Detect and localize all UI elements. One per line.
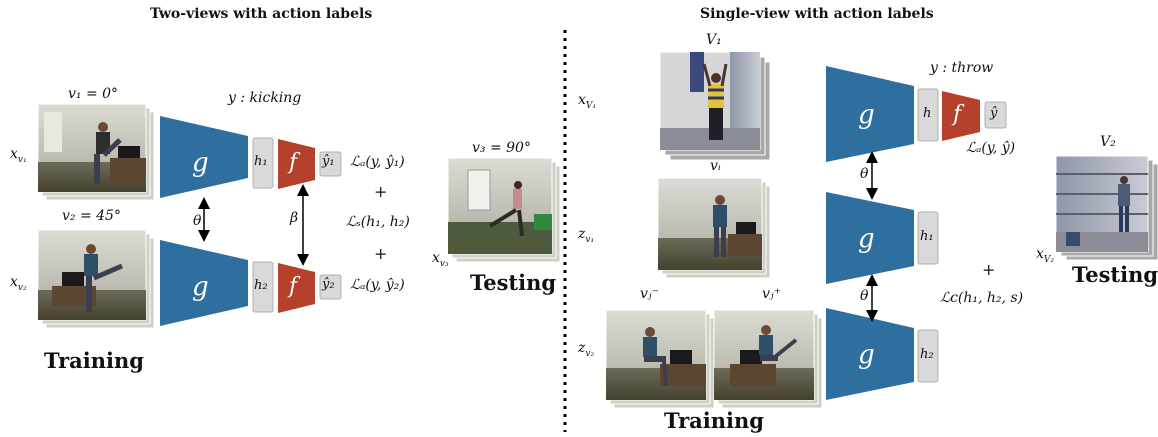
- input-x-V2-sub: V₂: [1043, 254, 1055, 265]
- vj-minus-label: vⱼ⁻: [640, 286, 659, 302]
- vj-plus-label: vⱼ⁺: [762, 286, 781, 302]
- theta-label-right-bottom: θ: [860, 288, 869, 304]
- plus-sign-right: +: [982, 260, 996, 279]
- classifier-f-right-label: f: [953, 102, 962, 127]
- feature-h-label: h: [923, 106, 932, 121]
- loss-a-view1: ℒₐ(y, ŷ₁): [350, 154, 405, 170]
- loss-a-right: ℒₐ(y, ŷ): [966, 140, 1016, 156]
- input-x-V1: xV₁: [578, 92, 596, 111]
- frame-stack-vj-plus: [713, 309, 823, 409]
- input-x-v2: xv₂: [10, 274, 27, 293]
- left-testing-label: Testing: [470, 270, 557, 295]
- input-x-v1-sub: v₁: [17, 154, 27, 165]
- V2-label: V₂: [1100, 134, 1116, 150]
- vi-label: vᵢ: [710, 158, 721, 174]
- frame-stack-V1: [659, 51, 771, 161]
- feature-box-h1-right: [917, 211, 939, 265]
- input-z-v2-sub: v₂: [585, 348, 595, 359]
- output-yhat1-label: ŷ₁: [322, 154, 335, 169]
- input-z-v1-sub: v₁: [585, 234, 595, 245]
- input-z-v2-var: z: [578, 340, 586, 356]
- plus-sign-2: +: [374, 244, 388, 263]
- view1-angle-label: v₁ = 0°: [68, 86, 119, 102]
- encoder-g-v2: [826, 308, 914, 400]
- right-testing-label: Testing: [1072, 262, 1158, 287]
- input-x-v3-var: x: [432, 250, 440, 266]
- input-x-v1-var: x: [10, 146, 18, 162]
- classifier-f-right: [942, 91, 980, 141]
- loss-c: ℒc(h₁, h₂, s): [940, 290, 1024, 306]
- encoder-g-V1-label: g: [858, 100, 875, 130]
- classifier-f-view1-label: f: [289, 150, 298, 175]
- feature-h2-right-label: h₂: [920, 347, 934, 362]
- frame-stack-vj-minus: [605, 309, 715, 409]
- output-box-yhat: [984, 101, 1007, 129]
- view2-angle-label: v₂ = 45°: [62, 208, 121, 224]
- encoder-g-view1-label: g: [192, 148, 209, 178]
- encoder-g-v2-label: g: [858, 340, 875, 370]
- input-x-v3-sub: v₃: [439, 258, 449, 269]
- classifier-f-view2-label: f: [289, 274, 298, 299]
- beta-label: β: [290, 210, 299, 226]
- encoder-g-view2-label: g: [192, 272, 209, 302]
- output-box-yhat1: [319, 151, 342, 177]
- encoder-g-v1-label: g: [858, 224, 875, 254]
- input-x-V1-var: x: [578, 92, 586, 108]
- frame-stack-view1: [37, 103, 155, 201]
- frame-stack-test: [447, 157, 561, 263]
- input-z-v1-var: z: [578, 226, 586, 242]
- feature-box-h2-right: [917, 329, 939, 383]
- plus-sign-1: +: [374, 182, 388, 201]
- view3-angle-label: v₃ = 90°: [472, 140, 531, 156]
- action-label-y-right: y : throw: [930, 60, 994, 76]
- classifier-f-view2: [278, 263, 315, 313]
- input-x-v3: xv₃: [432, 250, 449, 269]
- left-section-title: Two-views with action labels: [150, 6, 373, 22]
- input-z-v1: zv₁: [578, 226, 594, 245]
- classifier-f-view1: [278, 139, 315, 189]
- theta-label-left: θ: [193, 213, 202, 229]
- output-yhat2-label: ŷ₂: [322, 277, 335, 292]
- feature-h1-right-label: h₁: [920, 229, 934, 244]
- encoder-g-v1: [826, 192, 914, 284]
- feature-box-h: [917, 88, 939, 142]
- input-x-v1: xv₁: [10, 146, 27, 165]
- V1-label: V₁: [706, 32, 722, 48]
- right-section-title: Single-view with action labels: [700, 6, 934, 22]
- right-training-label: Training: [664, 408, 764, 433]
- input-x-V2: xV₂: [1036, 246, 1054, 265]
- loss-a-view2: ℒₐ(y, ŷ₂): [350, 277, 405, 293]
- output-box-yhat2: [319, 274, 342, 300]
- loss-s: ℒₛ(h₁, h₂): [346, 214, 410, 230]
- feature-box-h2: [252, 261, 274, 313]
- theta-label-right-top: θ: [860, 166, 869, 182]
- input-z-v2: zv₂: [578, 340, 594, 359]
- input-x-V1-sub: V₁: [585, 100, 597, 111]
- input-x-v2-var: x: [10, 274, 18, 290]
- action-label-y-left: y : kicking: [228, 90, 302, 106]
- feature-box-h1: [252, 137, 274, 189]
- feature-h2-label: h₂: [254, 278, 268, 293]
- frame-stack-vi: [657, 177, 771, 279]
- feature-h1-label: h₁: [254, 154, 268, 169]
- frame-stack-V2-test: [1055, 155, 1158, 261]
- encoder-g-V1: [826, 66, 914, 162]
- input-x-v2-sub: v₂: [17, 282, 27, 293]
- frame-stack-view2: [37, 229, 155, 329]
- encoder-g-view2: [160, 240, 248, 326]
- input-x-V2-var: x: [1036, 246, 1044, 262]
- encoder-g-view1: [160, 116, 248, 198]
- output-yhat-label: ŷ: [990, 106, 998, 121]
- left-training-label: Training: [44, 348, 144, 373]
